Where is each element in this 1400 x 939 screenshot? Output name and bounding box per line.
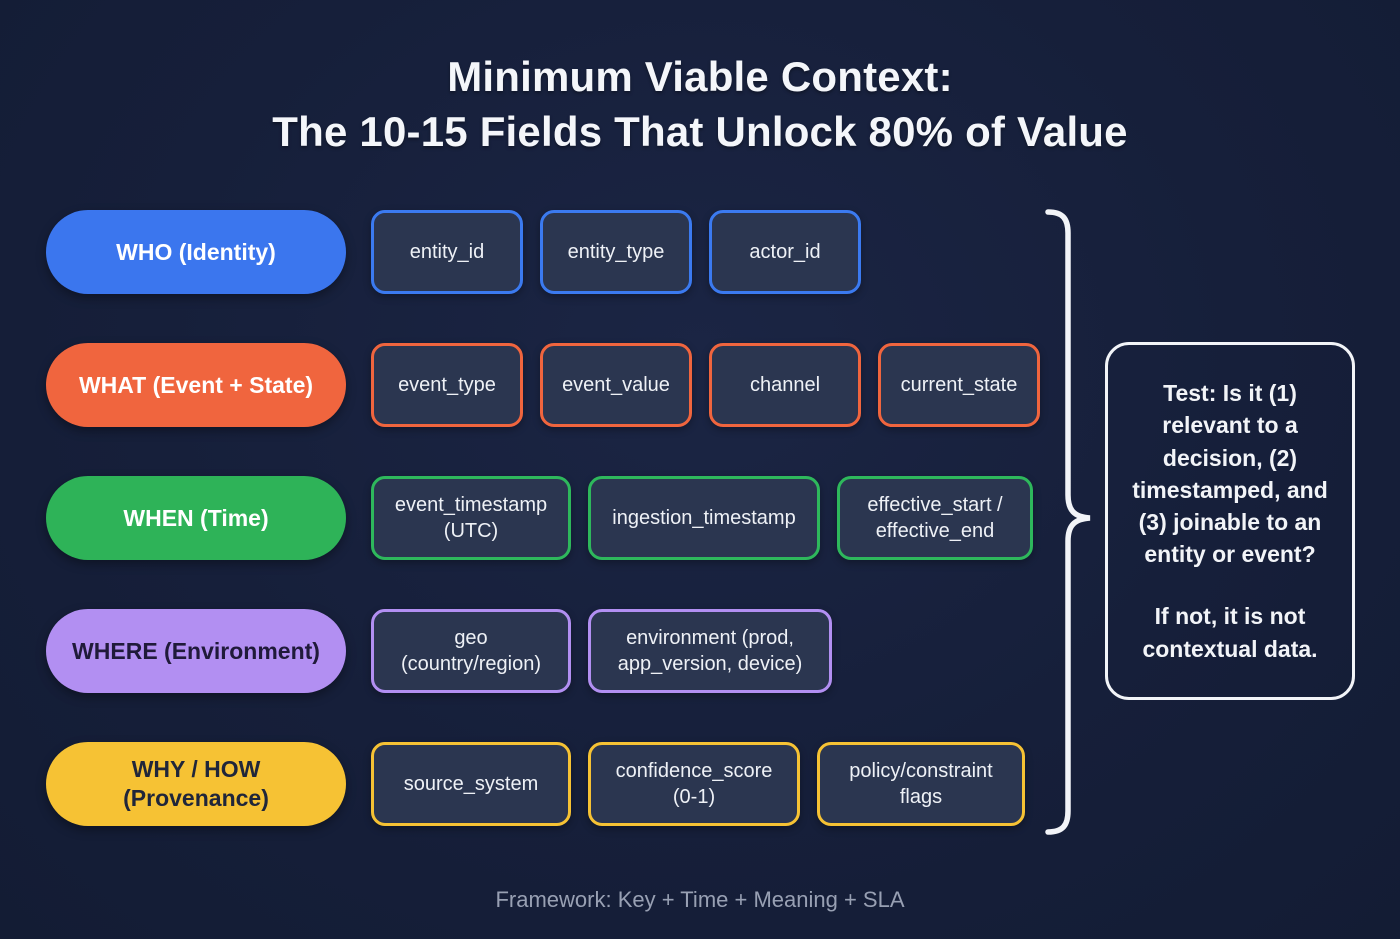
- row-when-fields: event_timestamp (UTC) ingestion_timestam…: [371, 476, 1033, 560]
- field-event-timestamp: event_timestamp (UTC): [371, 476, 571, 560]
- category-pill-when: WHEN (Time): [46, 476, 346, 560]
- page-title-line1: Minimum Viable Context:: [447, 53, 953, 100]
- row-what: WHAT (Event + State) event_type event_va…: [46, 343, 1040, 427]
- field-confidence-score: confidence_score (0-1): [588, 742, 800, 826]
- field-policy-constraint-flags: policy/constraint flags: [817, 742, 1025, 826]
- field-entity-type: entity_type: [540, 210, 692, 294]
- field-geo: geo (country/region): [371, 609, 571, 693]
- category-pill-what: WHAT (Event + State): [46, 343, 346, 427]
- field-actor-id: actor_id: [709, 210, 861, 294]
- field-effective-start-end: effective_start / effective_end: [837, 476, 1033, 560]
- row-who-fields: entity_id entity_type actor_id: [371, 210, 861, 294]
- field-channel: channel: [709, 343, 861, 427]
- field-event-value: event_value: [540, 343, 692, 427]
- row-where-fields: geo (country/region) environment (prod, …: [371, 609, 832, 693]
- test-callout-box: Test: Is it (1) relevant to a decision, …: [1105, 342, 1355, 700]
- row-who: WHO (Identity) entity_id entity_type act…: [46, 210, 1040, 294]
- field-event-type: event_type: [371, 343, 523, 427]
- category-pill-why-how: WHY / HOW (Provenance): [46, 742, 346, 826]
- field-current-state: current_state: [878, 343, 1040, 427]
- row-what-fields: event_type event_value channel current_s…: [371, 343, 1040, 427]
- category-pill-who: WHO (Identity): [46, 210, 346, 294]
- row-why-how-fields: source_system confidence_score (0-1) pol…: [371, 742, 1025, 826]
- field-environment: environment (prod, app_version, device): [588, 609, 832, 693]
- field-rows: WHO (Identity) entity_id entity_type act…: [46, 210, 1040, 826]
- page-title: Minimum Viable Context: The 10-15 Fields…: [0, 50, 1400, 159]
- framework-footer: Framework: Key + Time + Meaning + SLA: [495, 887, 905, 912]
- row-where: WHERE (Environment) geo (country/region)…: [46, 609, 1040, 693]
- category-pill-where: WHERE (Environment): [46, 609, 346, 693]
- field-entity-id: entity_id: [371, 210, 523, 294]
- field-source-system: source_system: [371, 742, 571, 826]
- field-ingestion-timestamp: ingestion_timestamp: [588, 476, 820, 560]
- test-callout-paragraph-2: If not, it is not contextual data.: [1142, 603, 1318, 662]
- test-callout-paragraph-1: Test: Is it (1) relevant to a decision, …: [1132, 380, 1328, 568]
- page-title-line2: The 10-15 Fields That Unlock 80% of Valu…: [272, 107, 1128, 155]
- curly-brace: [1045, 209, 1091, 835]
- row-when: WHEN (Time) event_timestamp (UTC) ingest…: [46, 476, 1040, 560]
- row-why-how: WHY / HOW (Provenance) source_system con…: [46, 742, 1040, 826]
